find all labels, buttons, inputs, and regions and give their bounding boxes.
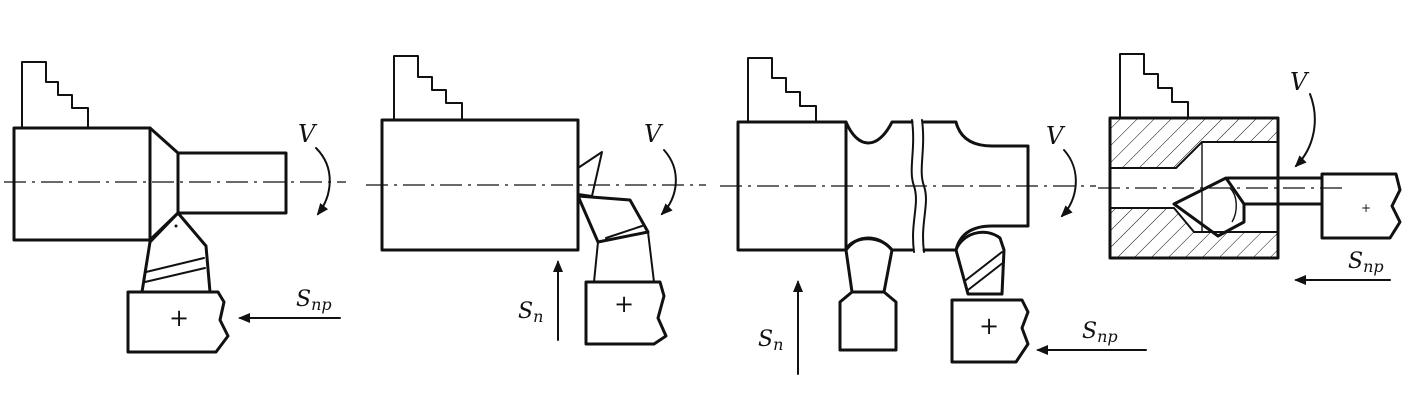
feed-label-sub: пр <box>1097 327 1118 346</box>
workpiece-profile <box>922 120 1030 252</box>
tool-stripe <box>144 267 206 283</box>
chuck-jaw <box>1119 53 1189 117</box>
grooving-tool-holder <box>838 290 898 352</box>
rotation-arrow <box>1060 149 1077 218</box>
feed-label-sub: п <box>773 335 783 354</box>
tool-mark: + <box>979 312 999 340</box>
tool-holder <box>126 290 230 354</box>
feed-label: Sпр <box>1082 319 1118 346</box>
speed-label: V <box>644 120 664 148</box>
profiling-tool <box>954 230 1006 296</box>
feed-label-main: S <box>1082 319 1097 344</box>
speed-label: V <box>1290 68 1310 96</box>
tool-stripe <box>605 225 643 239</box>
panel-4: + V Sпр <box>1098 53 1402 285</box>
grooving-tool <box>844 237 894 294</box>
speed-label: V <box>298 120 318 148</box>
feed-label: Sпр <box>296 287 332 314</box>
panel-1: + V Sпр <box>4 61 346 354</box>
feed-label-main: S <box>296 287 311 312</box>
feed-label: Sп <box>758 327 783 354</box>
rotation-arrow <box>315 147 331 216</box>
tool-holder <box>950 298 1030 364</box>
bore-outline-bottom <box>1109 207 1279 233</box>
section-top-hatch <box>1110 118 1278 168</box>
chuck-jaw <box>393 55 463 121</box>
rotation-arrow <box>660 149 677 216</box>
workpiece-body <box>380 118 580 252</box>
tool-stripe <box>965 251 1003 281</box>
groove-top <box>844 120 914 145</box>
feed-label-main: S <box>1348 249 1363 274</box>
chuck-jaw <box>21 61 89 129</box>
tool-mark: + <box>1361 201 1371 215</box>
workpiece-cone <box>148 126 180 242</box>
boring-tool-edge <box>1229 187 1237 223</box>
panel-3: + V Sп Sпр <box>720 57 1147 375</box>
tool-rake <box>577 151 603 197</box>
workpiece-outline <box>1108 116 1280 260</box>
feed-label-main: S <box>518 299 533 324</box>
tool-holder <box>1320 172 1402 240</box>
boring-tool-tip <box>1172 176 1246 238</box>
tool-stripe <box>145 257 205 273</box>
bore-outline-top <box>1109 141 1279 169</box>
tool-dot <box>174 224 178 228</box>
feed-label-sub: пр <box>1363 257 1384 276</box>
panel-2: + V Sп <box>366 55 706 346</box>
workpiece-turned-section <box>176 151 288 215</box>
tool-mark: + <box>169 304 189 332</box>
chuck-jaw <box>747 57 817 123</box>
tool-holder <box>584 280 668 346</box>
workpiece-body <box>12 126 152 242</box>
tool-mark: + <box>614 290 634 318</box>
feed-label-sub: п <box>533 307 543 326</box>
feed-label-main: S <box>758 327 773 352</box>
feed-label-sub: пр <box>311 295 332 314</box>
feed-label: Sпр <box>1348 249 1384 276</box>
tool-stripe <box>967 261 1005 291</box>
feed-label: Sп <box>518 299 543 326</box>
rotation-arrow <box>1294 93 1316 168</box>
workpiece-body <box>736 120 848 252</box>
speed-label: V <box>1046 122 1066 150</box>
